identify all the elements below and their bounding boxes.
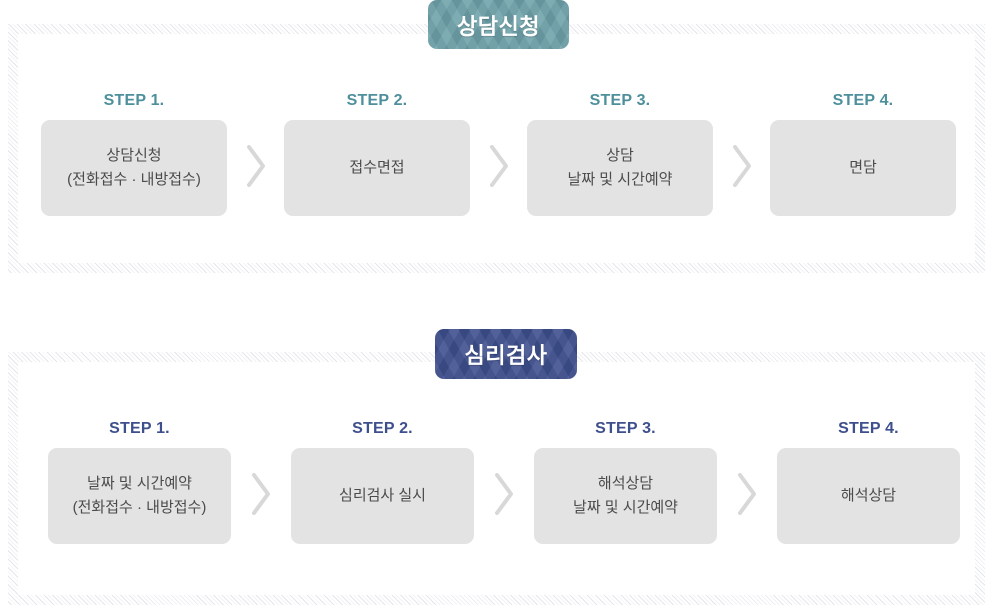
step-box-line: 접수면접 [349, 158, 405, 176]
step-box: 상담신청 (전화접수 · 내방접수) [41, 120, 227, 216]
steps-row-psychological-test: STEP 1. 날짜 및 시간예약 (전화접수 · 내방접수) STEP 2. … [48, 420, 978, 544]
panel-inner: STEP 1. 날짜 및 시간예약 (전화접수 · 내방접수) STEP 2. … [18, 362, 975, 595]
step-box: 해석상담 [777, 448, 960, 544]
step-2: STEP 2. 심리검사 실시 [291, 420, 474, 544]
section-badge-label: 상담신청 [457, 13, 540, 39]
step-box-line: 상담신청 [106, 146, 162, 164]
step-label: STEP 3. [589, 92, 651, 109]
section-panel-psychological-test: STEP 1. 날짜 및 시간예약 (전화접수 · 내방접수) STEP 2. … [8, 352, 985, 605]
step-box-line: 면담 [849, 158, 877, 176]
section-badge-consultation-request: 상담신청 [428, 0, 569, 49]
step-box: 날짜 및 시간예약 (전화접수 · 내방접수) [48, 448, 231, 544]
chevron-right-icon [231, 446, 291, 542]
step-label: STEP 2. [346, 92, 408, 109]
step-box-line: 날짜 및 시간예약 [567, 171, 673, 188]
panel-inner: STEP 1. 상담신청 (전화접수 · 내방접수) STEP 2. 접수면접 [18, 34, 975, 263]
step-3: STEP 3. 해석상담 날짜 및 시간예약 [534, 420, 717, 544]
chevron-right-icon [474, 446, 534, 542]
step-box-line: 상담 [606, 146, 634, 164]
step-label: STEP 4. [832, 92, 894, 109]
chevron-right-icon [227, 118, 284, 214]
step-box-line: (전화접수 · 내방접수) [72, 499, 207, 516]
section-badge-psychological-test: 심리검사 [435, 329, 577, 379]
step-label: STEP 4. [838, 420, 899, 437]
step-box-line: (전화접수 · 내방접수) [67, 171, 201, 188]
step-box-line: 해석상담 [597, 474, 654, 492]
steps-row-consultation-request: STEP 1. 상담신청 (전화접수 · 내방접수) STEP 2. 접수면접 [41, 92, 976, 216]
step-2: STEP 2. 접수면접 [284, 92, 470, 216]
step-4: STEP 4. 해석상담 [777, 420, 960, 544]
step-box: 해석상담 날짜 및 시간예약 [534, 448, 717, 544]
section-panel-consultation-request: STEP 1. 상담신청 (전화접수 · 내방접수) STEP 2. 접수면접 [8, 24, 985, 273]
step-box: 상담 날짜 및 시간예약 [527, 120, 713, 216]
step-box: 심리검사 실시 [291, 448, 474, 544]
step-label: STEP 1. [103, 92, 165, 109]
step-box-line: 심리검사 실시 [339, 486, 426, 504]
section-badge-label: 심리검사 [464, 343, 548, 368]
step-box-line: 해석상담 [840, 486, 897, 504]
chevron-right-icon [470, 118, 527, 214]
step-label: STEP 1. [109, 420, 170, 437]
step-box: 접수면접 [284, 120, 470, 216]
step-box-line: 날짜 및 시간예약 [87, 474, 192, 492]
step-3: STEP 3. 상담 날짜 및 시간예약 [527, 92, 713, 216]
step-box-line: 날짜 및 시간예약 [573, 499, 678, 516]
step-1: STEP 1. 상담신청 (전화접수 · 내방접수) [41, 92, 227, 216]
step-1: STEP 1. 날짜 및 시간예약 (전화접수 · 내방접수) [48, 420, 231, 544]
chevron-right-icon [717, 446, 777, 542]
step-label: STEP 2. [352, 420, 413, 437]
step-label: STEP 3. [595, 420, 656, 437]
step-4: STEP 4. 면담 [770, 92, 956, 216]
step-box: 면담 [770, 120, 956, 216]
chevron-right-icon [713, 118, 770, 214]
